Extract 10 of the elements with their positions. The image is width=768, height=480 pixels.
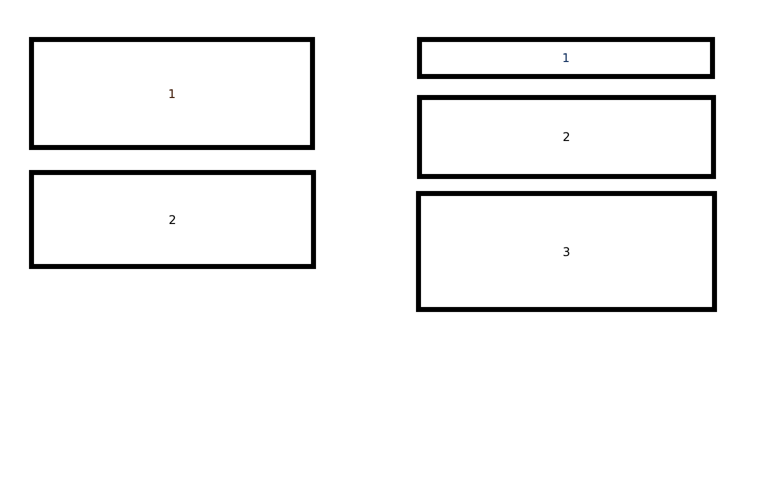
box-number: 2 xyxy=(562,131,570,143)
box-number: 2 xyxy=(168,214,176,226)
box-number: 3 xyxy=(562,246,570,258)
text-box xyxy=(29,170,316,269)
text-box xyxy=(417,37,715,79)
text-box xyxy=(29,37,315,150)
text-box xyxy=(416,191,717,312)
box-number: 1 xyxy=(168,88,176,100)
text-box xyxy=(417,95,716,179)
box-number: 1 xyxy=(562,52,570,64)
